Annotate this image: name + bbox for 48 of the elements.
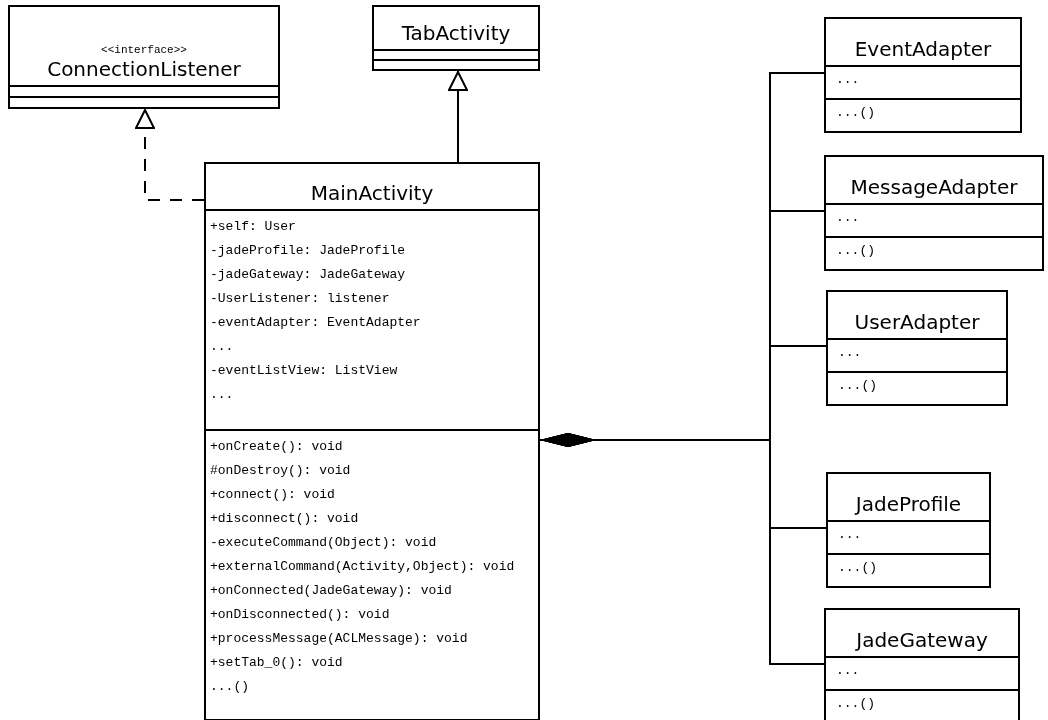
class-name: EventAdapter — [853, 37, 993, 61]
attribute-text: ... — [837, 344, 863, 362]
method-text: ...() — [209, 678, 250, 696]
attribute-text: ... — [835, 209, 861, 227]
method-text: ...() — [835, 695, 876, 713]
class-name: UserAdapter — [853, 310, 981, 334]
method-text: +connect(): void — [209, 486, 336, 504]
attribute-text: ... — [835, 662, 861, 680]
attribute-text: -eventAdapter: EventAdapter — [209, 314, 422, 332]
class-name: ConnectionListener — [46, 57, 242, 81]
generalization-arrow — [448, 70, 468, 163]
method-text: +disconnect(): void — [209, 510, 360, 528]
class-box — [826, 472, 991, 588]
class-box — [824, 608, 1020, 720]
method-text: +externalCommand(Activity,Object): void — [209, 558, 516, 576]
class-box — [824, 155, 1044, 271]
attribute-text: -eventListView: ListView — [209, 362, 399, 380]
realization-arrow — [135, 108, 205, 201]
method-text: #onDestroy(): void — [209, 462, 352, 480]
class-name: TabActivity — [400, 21, 512, 45]
attribute-text: ... — [209, 338, 235, 356]
method-text: ...() — [835, 104, 876, 122]
stereotype-label: <<interface>> — [100, 43, 188, 57]
method-text: +onCreate(): void — [209, 438, 344, 456]
class-name: JadeGateway — [854, 628, 989, 652]
class-name: MessageAdapter — [849, 175, 1019, 199]
class-box — [826, 290, 1008, 406]
attribute-text: +self: User — [209, 218, 297, 236]
class-box — [824, 17, 1022, 133]
class-box — [372, 5, 540, 71]
attribute-text: ... — [837, 526, 863, 544]
method-text: +processMessage(ACLMessage): void — [209, 630, 469, 648]
method-text: +setTab_0(): void — [209, 654, 344, 672]
attribute-text: -UserListener: listener — [209, 290, 391, 308]
class-name: JadeProfile — [853, 492, 963, 516]
method-text: ...() — [835, 242, 876, 260]
attribute-text: ... — [209, 386, 235, 404]
method-text: +onDisconnected(): void — [209, 606, 391, 624]
method-text: ...() — [837, 377, 878, 395]
attribute-text: -jadeProfile: JadeProfile — [209, 242, 407, 260]
class-box — [204, 162, 540, 720]
method-text: +onConnected(JadeGateway): void — [209, 582, 453, 600]
attribute-text: -jadeGateway: JadeGateway — [209, 266, 407, 284]
method-text: ...() — [837, 559, 878, 577]
class-name: MainActivity — [309, 181, 435, 205]
method-text: -executeCommand(Object): void — [209, 534, 438, 552]
class-box — [8, 5, 280, 109]
attribute-text: ... — [835, 71, 861, 89]
